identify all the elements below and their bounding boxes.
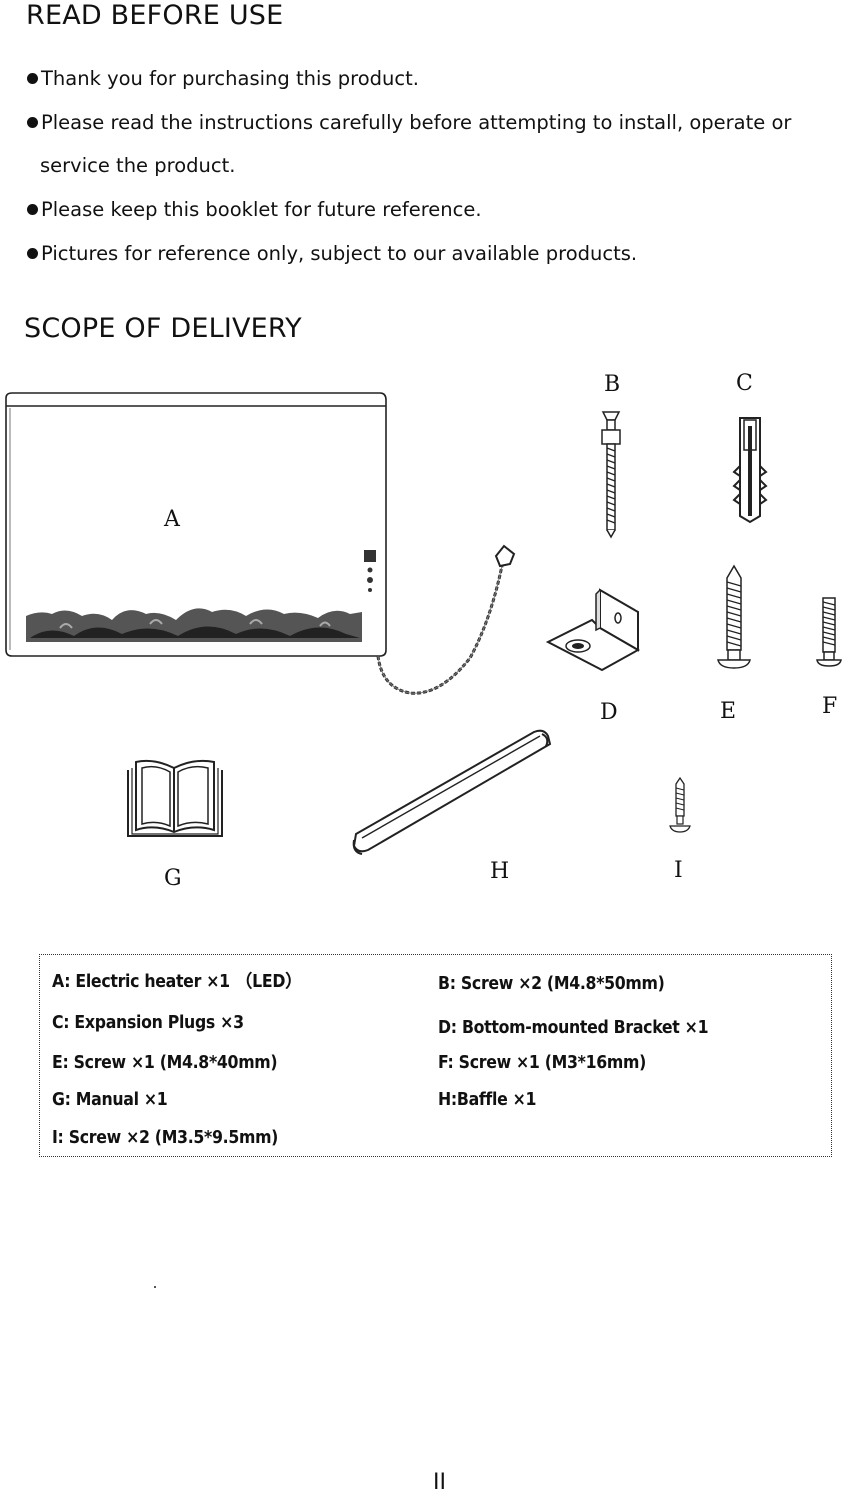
read-before-use-heading: READ BEFORE USE: [26, 0, 284, 31]
parts-item-e: E: Screw ×1 (M4.8*40mm): [52, 1053, 278, 1073]
bullet-pictures-reference: Pictures for reference only, subject to …: [27, 241, 637, 267]
label-i: I: [674, 858, 683, 883]
label-a: A: [164, 507, 180, 532]
stray-dot: [154, 1286, 156, 1288]
bullet-text: Please keep this booklet for future refe…: [41, 198, 482, 221]
electric-heater-icon: [5, 392, 516, 695]
bullet-text: Thank you for purchasing this product.: [41, 67, 419, 90]
parts-item-d: D: Bottom-mounted Bracket ×1: [438, 1018, 709, 1038]
bullet-read-instructions: Please read the instructions carefully b…: [27, 110, 791, 136]
screw-i-icon: [669, 776, 691, 833]
label-d: D: [600, 700, 618, 725]
bullet-keep-booklet: Please keep this booklet for future refe…: [27, 197, 482, 223]
label-b: B: [604, 372, 621, 397]
parts-item-f: F: Screw ×1 (M3*16mm): [438, 1053, 647, 1073]
label-c: C: [736, 371, 753, 396]
page-number: II: [433, 1470, 446, 1495]
expansion-plug-icon: [732, 417, 768, 524]
parts-item-i: I: Screw ×2 (M3.5*9.5mm): [52, 1128, 279, 1148]
parts-list-box: [39, 954, 832, 1157]
parts-item-c: C: Expansion Plugs ×3: [52, 1013, 244, 1033]
baffle-icon: [352, 729, 552, 855]
bullet-text: Please read the instructions carefully b…: [41, 111, 792, 134]
bullet-read-instructions-continuation: service the product.: [40, 154, 236, 177]
parts-item-a: A: Electric heater ×1 （LED）: [52, 972, 303, 992]
parts-item-b: B: Screw ×2 (M4.8*50mm): [438, 974, 665, 994]
bullet-thank-you: Thank you for purchasing this product.: [27, 66, 419, 92]
bullet-dot-icon: [27, 73, 38, 84]
screw-e-icon: [717, 564, 751, 669]
screw-b-icon: [601, 411, 621, 539]
manual-book-icon: [127, 759, 223, 837]
screw-f-icon: [816, 597, 842, 667]
bullet-dot-icon: [27, 117, 38, 128]
parts-item-h: H:Baffle ×1: [438, 1090, 537, 1110]
parts-item-g: G: Manual ×1: [52, 1090, 168, 1110]
bullet-text: Pictures for reference only, subject to …: [41, 242, 638, 265]
bottom-bracket-icon: [545, 588, 641, 672]
label-f: F: [822, 694, 838, 719]
scope-of-delivery-heading: SCOPE OF DELIVERY: [24, 313, 302, 344]
bullet-dot-icon: [27, 248, 38, 259]
label-e: E: [720, 699, 737, 724]
label-g: G: [164, 866, 182, 891]
label-h: H: [490, 859, 510, 884]
bullet-dot-icon: [27, 204, 38, 215]
